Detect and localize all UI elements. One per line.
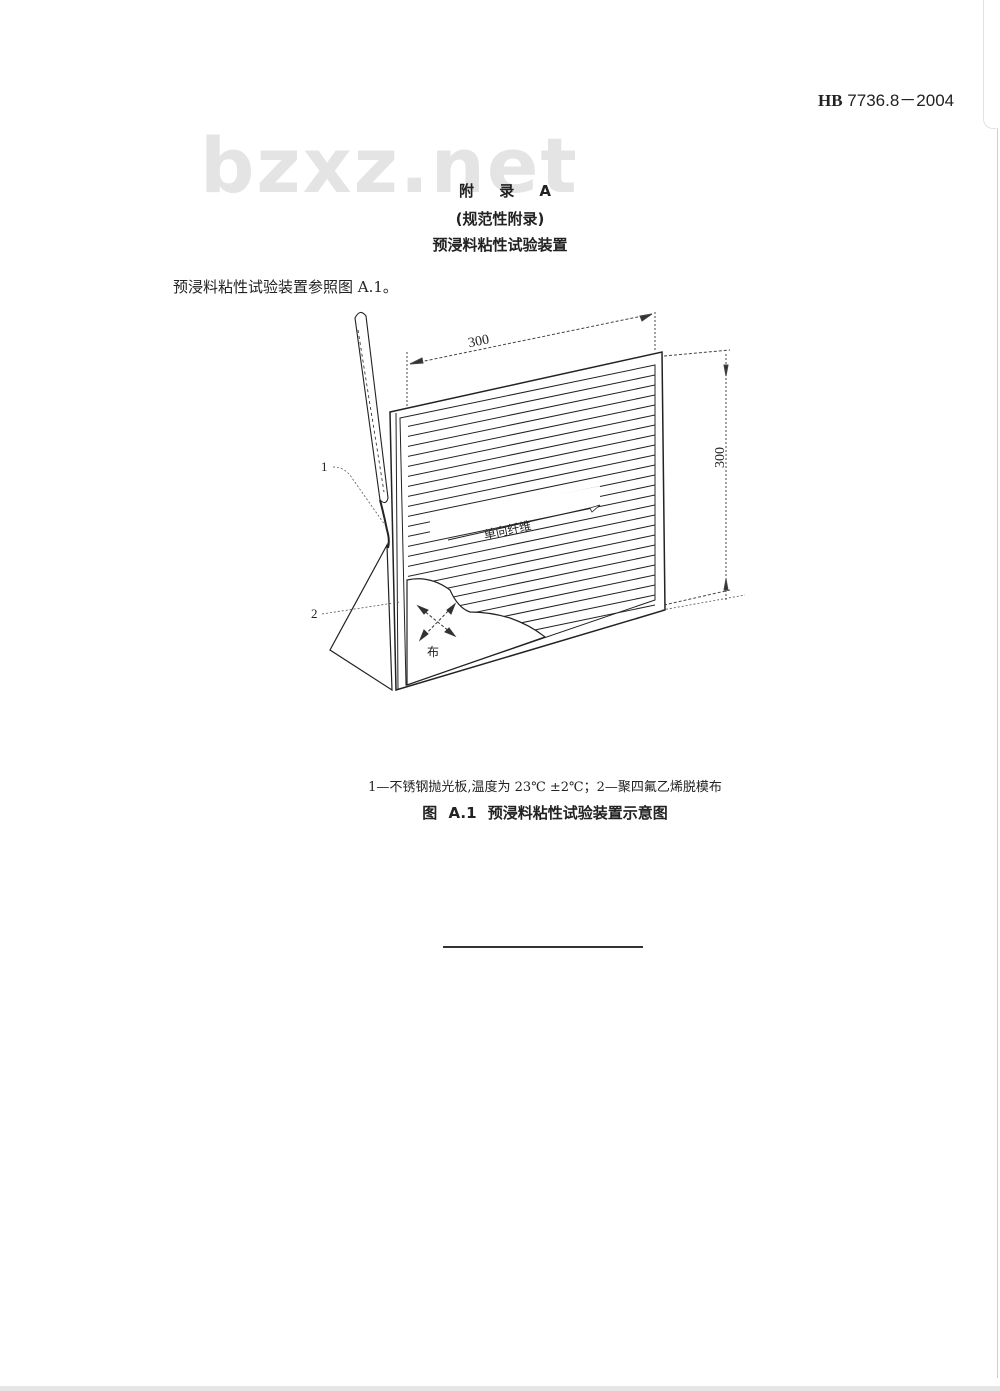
standard-prefix: HB bbox=[818, 91, 843, 110]
intro-paragraph: 预浸料粘性试验装置参照图 A.1。 bbox=[173, 278, 398, 296]
svg-text:1: 1 bbox=[321, 459, 328, 474]
figure-legend-note: 1—不锈钢抛光板,温度为 23℃ ±2℃；2—聚四氟乙烯脱模布 bbox=[368, 780, 722, 795]
thermometer bbox=[354, 311, 390, 549]
svg-text:300: 300 bbox=[467, 332, 490, 351]
watermark: bzxz.net bbox=[200, 121, 579, 210]
bottom-scroll-strip bbox=[0, 1386, 1000, 1391]
svg-text:2: 2 bbox=[311, 606, 318, 621]
standard-code: HB 7736.8－2004 bbox=[818, 86, 954, 111]
annex-type: (规范性附录) bbox=[455, 210, 545, 228]
svg-text:布: 布 bbox=[427, 645, 439, 659]
svg-text:300: 300 bbox=[713, 447, 728, 468]
standard-number: 7736.8－2004 bbox=[847, 91, 955, 110]
dimension-top bbox=[406, 312, 656, 410]
figure-caption: 图 A.1 预浸料粘性试验装置示意图 bbox=[422, 804, 668, 822]
page-edge bbox=[997, 128, 998, 1378]
annex-subject: 预浸料粘性试验装置 bbox=[432, 236, 568, 254]
page-edge-top bbox=[983, 0, 996, 129]
figure-a1-diagram: 300 300 bbox=[300, 300, 760, 720]
end-rule-divider bbox=[443, 946, 643, 948]
annex-title: 附 录 A bbox=[458, 182, 562, 200]
